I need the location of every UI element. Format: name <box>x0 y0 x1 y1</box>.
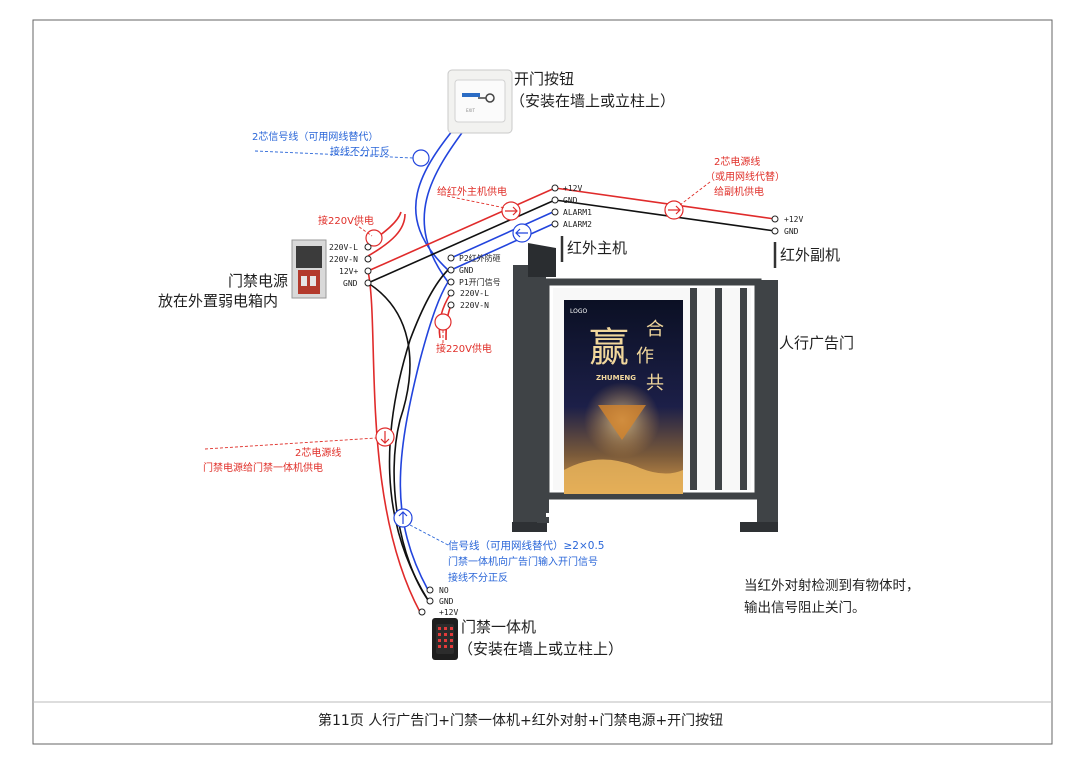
svg-text:EXIT: EXIT <box>466 108 475 113</box>
poster-char-b: 作 <box>636 346 654 367</box>
gate-board-feed-note: 接220V供电 <box>436 342 492 355</box>
ir-link-note-line3: 给副机供电 <box>714 185 764 198</box>
power-gnd-to-ir-wire <box>367 199 556 284</box>
gate-terminal-220v-l: 220V-L <box>460 289 489 298</box>
ir-sub-label: 红外副机 <box>780 246 840 264</box>
poster-char-a: 合 <box>646 319 664 340</box>
poster-logo: LOGO <box>570 308 588 315</box>
keypad-terminals: NO GND +12V <box>418 586 458 617</box>
power-12v-to-ir-wire <box>367 187 556 272</box>
signal-line-note-line3: 接线不分正反 <box>448 571 508 584</box>
psu-220v-feed-n <box>367 213 406 257</box>
wire-markers <box>365 149 684 528</box>
ir-link-note-line2: （或用网线代替） <box>705 170 785 183</box>
psu-terminal-gnd: GND <box>343 279 358 288</box>
keypad-title: 门禁一体机 <box>461 618 536 636</box>
power-line-note-line1: 2芯电源线 <box>295 446 341 459</box>
signal-note-line1: 2芯信号线（可用网线替代） <box>252 130 378 143</box>
exit-signal-wire-b <box>423 121 471 283</box>
keypad-device <box>432 618 458 660</box>
signal-line-note-line1: 信号线（可用网线替代）≥2×0.5 <box>448 539 604 552</box>
power-supply-device <box>291 239 327 299</box>
page-border <box>32 19 1053 745</box>
gate-terminal-p1: P1开门信号 <box>459 277 501 287</box>
power-supply-title: 门禁电源 <box>228 272 288 290</box>
gate-right-post <box>757 280 778 530</box>
exit-button-title: 开门按钮 <box>514 70 574 88</box>
signal-line-note-line2: 门禁一体机向广告门输入开门信号 <box>448 555 598 568</box>
psu-terminal-12v: 12V+ <box>339 267 358 276</box>
gate-feed-marker <box>434 313 452 331</box>
psu-gnd-to-keypad-wire <box>367 282 429 601</box>
gate-terminal-p2: P2红外防砸 <box>459 253 501 263</box>
gate-terminal-220v-n: 220V-N <box>460 301 489 310</box>
poster-big-char: 赢 <box>589 325 629 371</box>
alarm1-wire <box>450 211 554 259</box>
power-supply-location: 放在外置弱电箱内 <box>158 292 278 310</box>
exit-button-subtitle: （安装在墙上或立柱上） <box>510 92 675 110</box>
keypad-terminal-no: NO <box>439 586 449 595</box>
ir-link-note-line1: 2芯电源线 <box>714 155 760 168</box>
leader-lines <box>204 150 711 547</box>
psu-12v-to-keypad-wire <box>367 270 421 613</box>
ir-main-sensor-body <box>528 243 556 277</box>
ir-terminal-alarm2: ALARM2 <box>563 220 592 229</box>
gate-board-terminals: P2红外防砸 GND P1开门信号 220V-L 220V-N <box>447 253 501 310</box>
exit-button-label-strip <box>462 93 480 97</box>
ir-power-note: 给红外主机供电 <box>437 185 507 198</box>
keypad-gnd-to-gate-wire <box>388 269 449 601</box>
ir-link-12v-wire <box>554 187 776 220</box>
psu-terminal-220v-l: 220V-L <box>329 243 358 252</box>
ir-terminal-gnd: GND <box>563 196 578 205</box>
gate-terminal-gnd: GND <box>459 266 474 275</box>
gate-left-post <box>513 265 546 527</box>
keypad-no-to-gate-wire <box>399 281 449 591</box>
ir-terminal-alarm1: ALARM1 <box>563 208 592 217</box>
signal-marker <box>412 149 430 167</box>
keypad-subtitle: （安装在墙上或立柱上） <box>458 640 623 658</box>
page-footer: 第11页 人行广告门+门禁一体机+红外对射+门禁电源+开门按钮 <box>318 712 723 729</box>
power-line-note-line2: 门禁电源给门禁一体机供电 <box>203 461 323 474</box>
power-supply-feed-note: 接220V供电 <box>318 214 374 227</box>
ir-sub-terminal-12v: +12V <box>784 215 803 224</box>
power-supply-terminals: 220V-L 220V-N 12V+ GND <box>329 243 372 288</box>
signal-note-line2: 接线不分正反 <box>330 145 390 158</box>
poster-char-c: 共 <box>646 373 664 394</box>
ir-detect-note-line2: 输出信号阻止关门。 <box>744 600 866 616</box>
exit-button-device: EXIT <box>447 69 513 134</box>
ir-link-gnd-wire <box>554 199 776 232</box>
advertising-gate: LOGO 赢 合 作 共 ZHUMENG <box>512 243 778 532</box>
keypad-terminal-gnd: GND <box>439 597 454 606</box>
ir-terminal-12v: +12V <box>563 184 582 193</box>
psu-feed-marker <box>365 229 383 247</box>
ir-main-terminals: +12V GND ALARM1 ALARM2 <box>551 184 592 229</box>
ir-main-label: 红外主机 <box>567 239 627 257</box>
poster-sub: ZHUMENG <box>596 374 636 382</box>
ir-detect-note-line1: 当红外对射检测到有物体时， <box>744 578 920 594</box>
ir-sub-terminal-gnd: GND <box>784 227 799 236</box>
psu-terminal-220v-n: 220V-N <box>329 255 358 264</box>
key-icon <box>478 93 495 103</box>
keypad-terminal-12v: +12V <box>439 608 458 617</box>
gate-label: 人行广告门 <box>779 334 854 352</box>
ir-sub-terminals: +12V GND <box>771 215 803 236</box>
alarm2-wire <box>450 223 554 271</box>
